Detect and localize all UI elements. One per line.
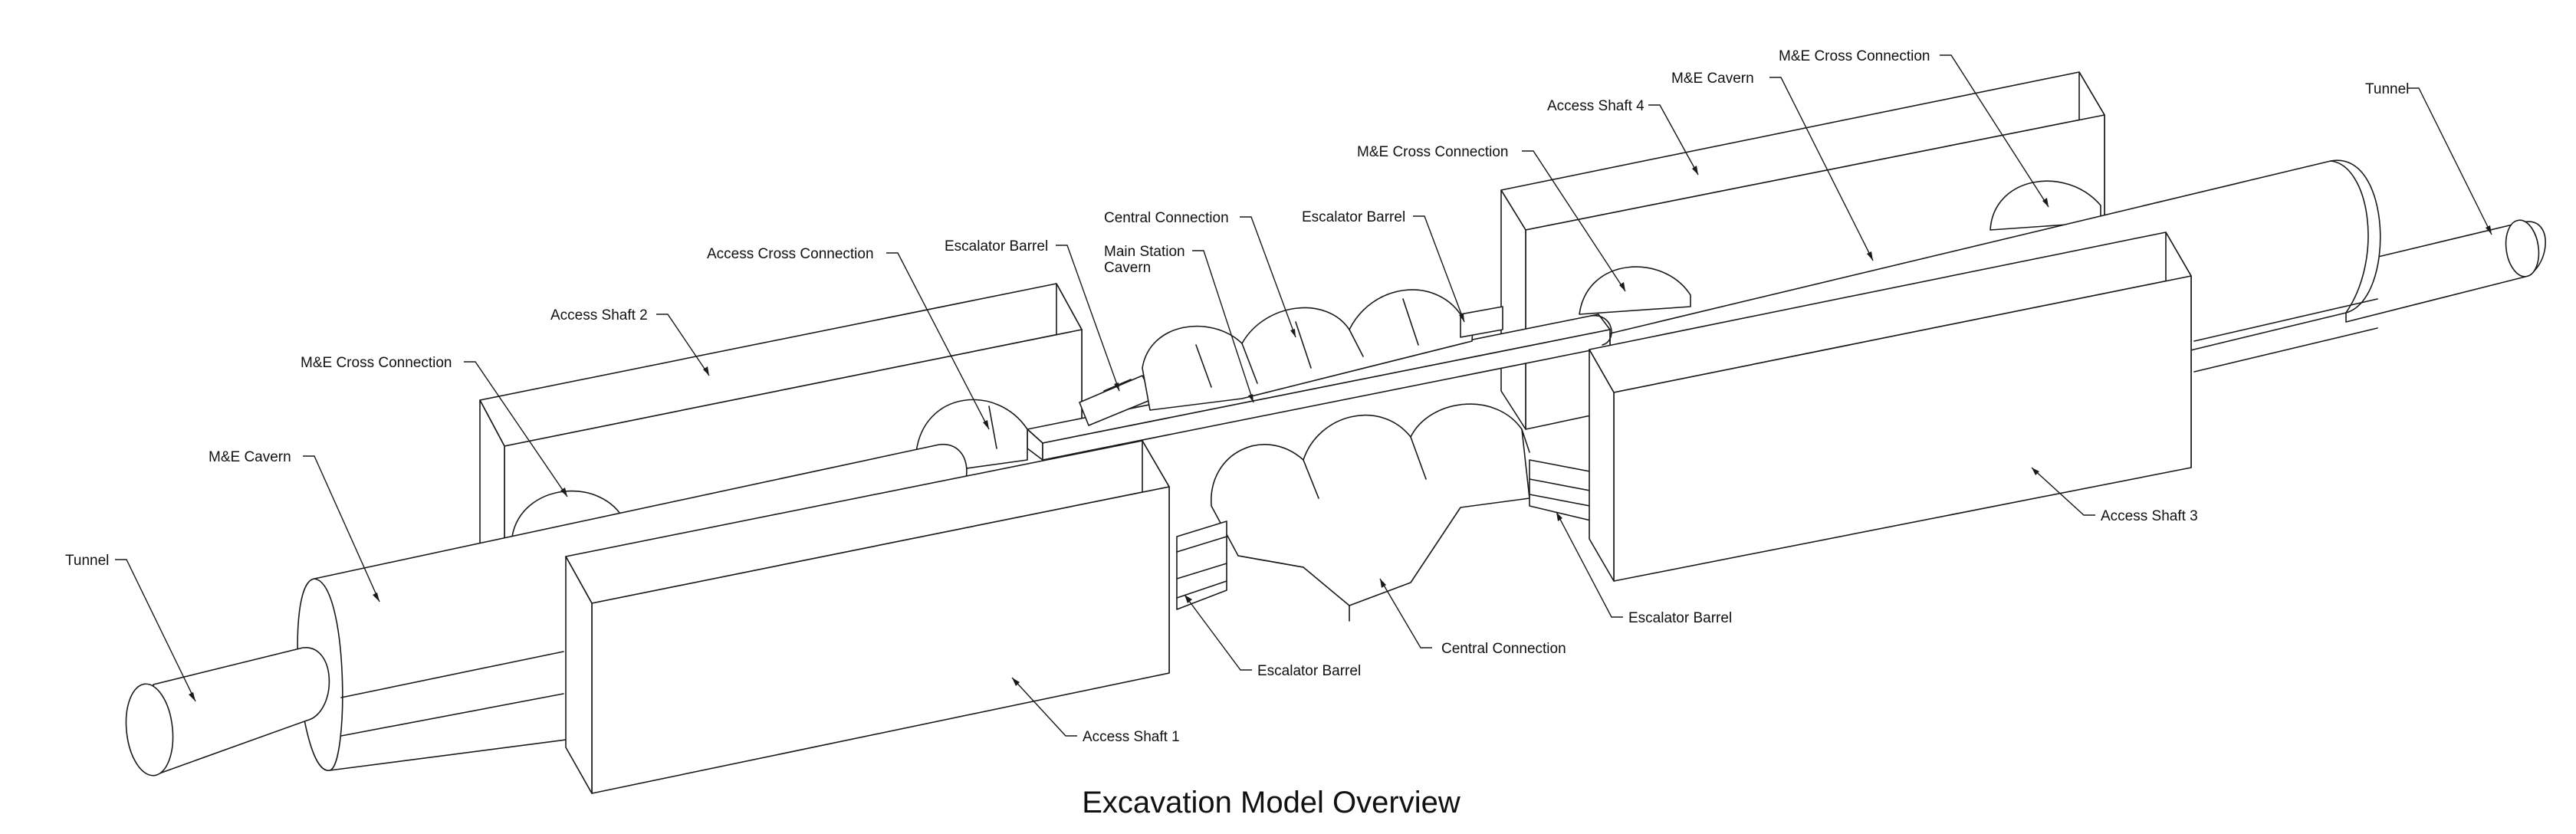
label-tunnel-right: Tunnel [2365,81,2409,97]
tunnel-left [125,647,330,777]
label-escalator-barrel-bottom-left: Escalator Barrel [1257,663,1361,679]
label-access-shaft-1: Access Shaft 1 [1083,729,1180,745]
label-access-shaft-2: Access Shaft 2 [550,307,648,323]
label-main-station-cavern-1: Main Station [1104,244,1185,260]
access-shaft-3 [1589,231,2192,582]
label-mne-cavern-right: M&E Cavern [1671,71,1754,87]
access-shaft-1 [565,440,1170,794]
label-central-connection-top: Central Connection [1104,210,1229,226]
labels: Tunnel M&E Cavern M&E Cross Connection A… [65,48,2409,745]
label-mne-cavern-left: M&E Cavern [209,449,291,465]
escalator-barrel-top-right [1460,306,1503,338]
label-escalator-barrel-top-left: Escalator Barrel [945,238,1048,254]
diagram-title: Excavation Model Overview [1082,786,1460,819]
label-escalator-barrel-top-right: Escalator Barrel [1302,209,1405,225]
label-tunnel-left: Tunnel [65,553,109,569]
label-central-connection-bottom: Central Connection [1441,641,1566,657]
label-access-cross-connection: Access Cross Connection [707,246,874,262]
mne-cross-connection-dome-right [1990,180,2101,231]
escalator-barrel-bottom-left [1176,520,1227,610]
label-escalator-barrel-bottom-right: Escalator Barrel [1628,610,1732,626]
label-access-shaft-4: Access Shaft 4 [1547,98,1644,114]
label-access-shaft-3: Access Shaft 3 [2101,508,2198,524]
label-mne-cross-connection-right: M&E Cross Connection [1779,48,1930,64]
label-main-station-cavern-2: Cavern [1104,260,1151,276]
tunnel-right [2345,219,2546,323]
mne-cross-connection-dome-mid [1579,266,1691,315]
label-mne-cross-connection-left: M&E Cross Connection [301,355,452,371]
leader-lines [115,54,2492,737]
central-connection-bottom [1211,403,1530,622]
label-mne-cross-connection-mid: M&E Cross Connection [1357,144,1508,160]
